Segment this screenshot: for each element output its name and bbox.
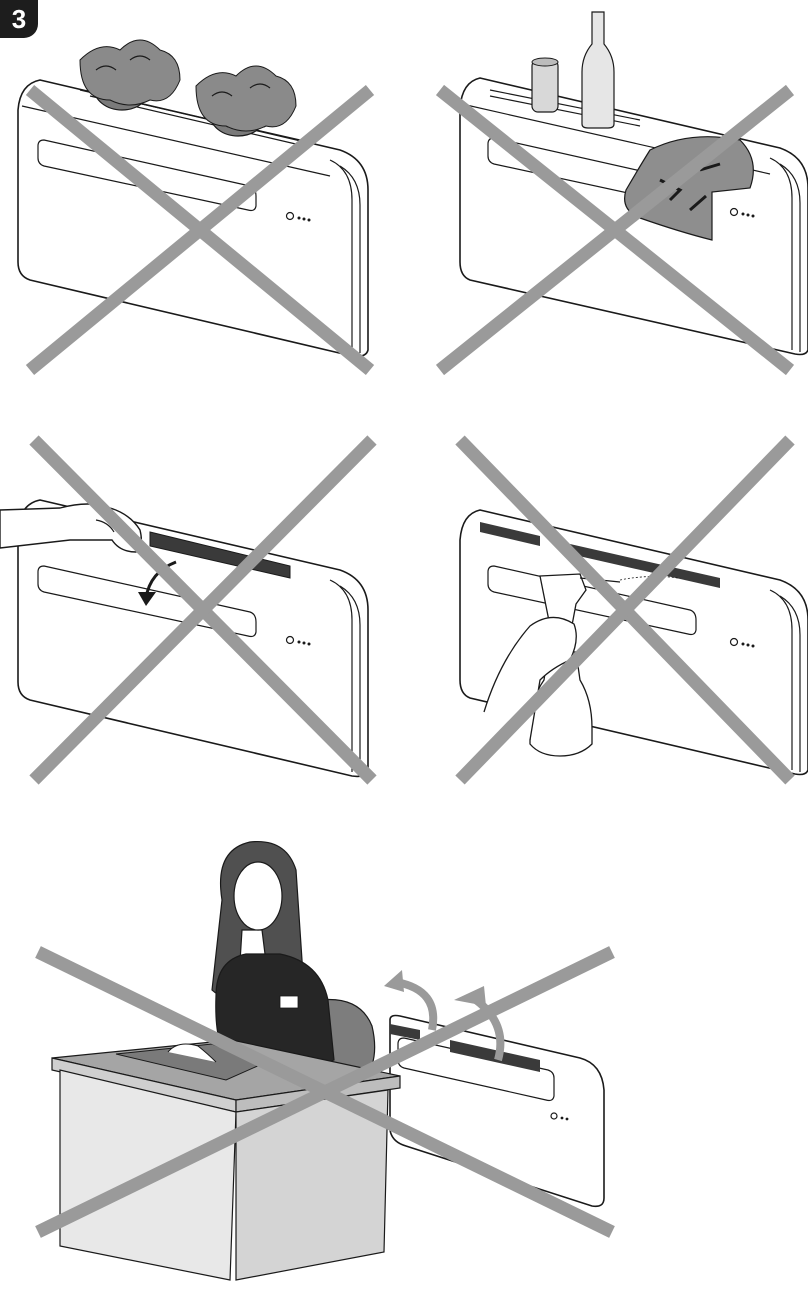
- panel-hand-on-flap: [0, 440, 372, 780]
- woman-at-desk: [212, 842, 334, 1069]
- name-badge: [280, 996, 298, 1008]
- face: [234, 862, 282, 930]
- panel-spray-cleaner: [460, 440, 808, 780]
- panel-objects-on-top: [440, 12, 808, 370]
- panel-obstruct-airflow: [38, 842, 612, 1280]
- panel-plants-on-top: [18, 40, 370, 370]
